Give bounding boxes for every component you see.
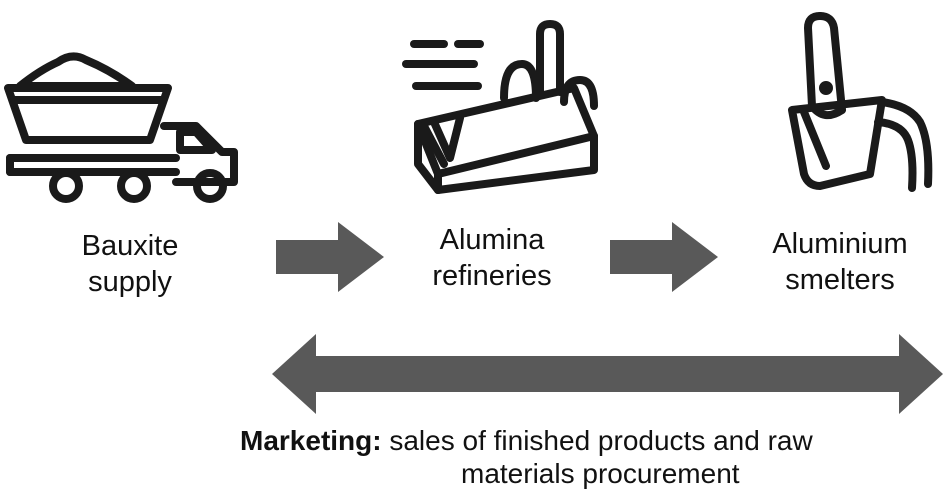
marketing-text-line1: sales of finished products and raw (381, 425, 813, 456)
marketing-caption: Marketing: sales of finished products an… (240, 424, 943, 490)
flow-arrow-1 (276, 222, 384, 292)
flow-arrow-2 (610, 222, 718, 292)
refinery-icon (402, 20, 598, 194)
marketing-double-arrow (272, 334, 943, 414)
smelter-ladle-icon (788, 12, 933, 192)
stage-label-alumina: Alumina refineries (432, 224, 552, 292)
stage-label-bauxite: Bauxite supply (81, 230, 179, 298)
stage-label-aluminium: Aluminium smelters (772, 228, 908, 296)
dump-truck-icon (4, 52, 238, 203)
marketing-heading: Marketing: (240, 425, 382, 456)
marketing-text-line2: materials procurement (461, 458, 740, 489)
